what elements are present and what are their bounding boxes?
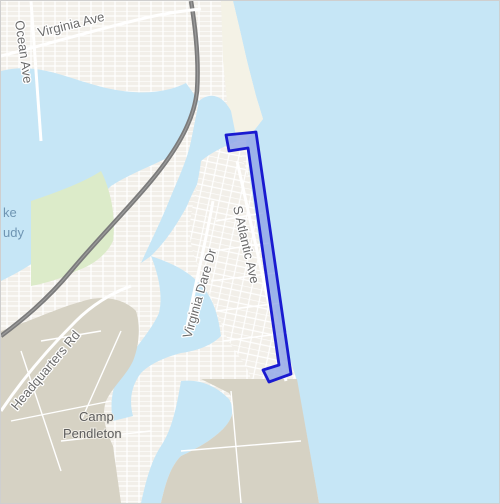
label-camp: Camp: [79, 409, 114, 424]
highlighted-area[interactable]: [224, 130, 293, 384]
highway-inner: [1, 1, 199, 337]
street-virginia-dare-dr: [184, 200, 215, 332]
beach: [221, 1, 263, 141]
military-area: [1, 298, 139, 503]
military-roads: [10, 330, 302, 503]
label-lake-part2: udy: [3, 225, 24, 240]
street-headquarters-rd: [1, 284, 132, 412]
military-area-east: [161, 379, 319, 503]
label-lake-part1: ke: [3, 205, 17, 220]
label-pendleton: Pendleton: [63, 426, 122, 441]
street-ocean-ave: [29, 1, 43, 142]
ocean: [233, 1, 499, 503]
bay-water-channel: [141, 95, 237, 263]
street-grid-east: [210, 212, 288, 342]
park-area: [31, 171, 114, 286]
residential-blocks: [189, 141, 295, 379]
street-virginia-ave: [1, 7, 202, 58]
bay-water-south: [141, 380, 233, 503]
